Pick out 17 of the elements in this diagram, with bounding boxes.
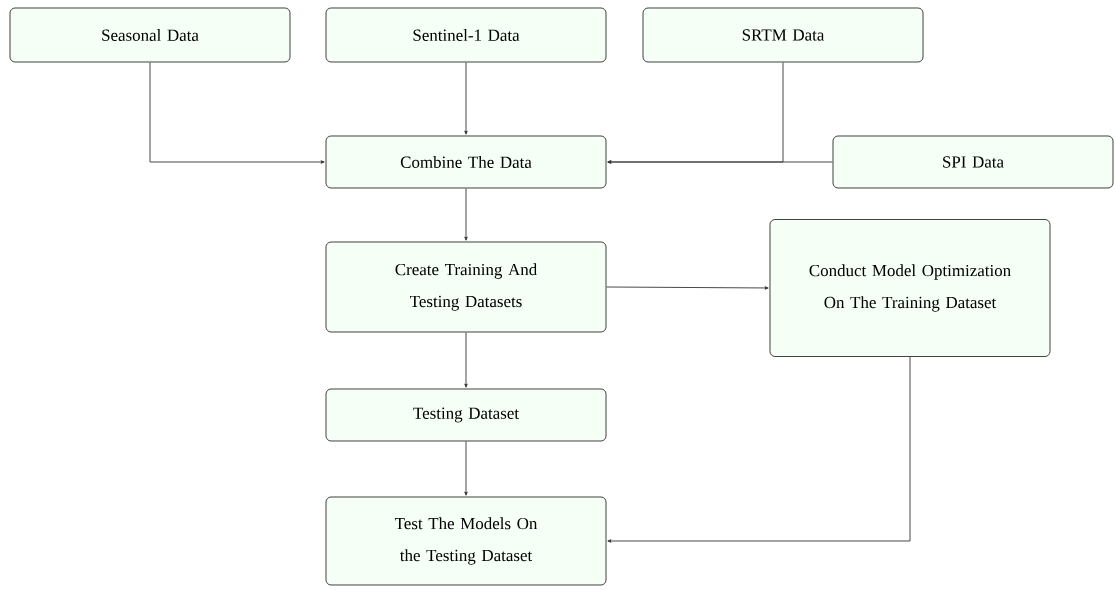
arrow <box>606 286 769 290</box>
process-box: SRTM Data <box>642 7 924 63</box>
arrow <box>149 62 325 164</box>
arrow <box>464 188 468 241</box>
arrow <box>464 332 468 388</box>
process-box: SPI Data <box>832 135 1114 189</box>
process-box: Seasonal Data <box>9 7 291 63</box>
process-box: Test The Models On the Testing Dataset <box>325 496 607 586</box>
arrow <box>464 441 468 496</box>
arrow <box>464 62 468 135</box>
process-box: Sentinel-1 Data <box>325 7 607 63</box>
arrow <box>607 356 911 543</box>
process-box: Create Training And Testing Datasets <box>325 241 607 333</box>
arrow <box>607 160 833 164</box>
process-box: Combine The Data <box>325 135 607 189</box>
process-box: Testing Dataset <box>325 388 607 442</box>
process-box: Conduct Model Optimization On The Training Dataset <box>769 219 1051 357</box>
